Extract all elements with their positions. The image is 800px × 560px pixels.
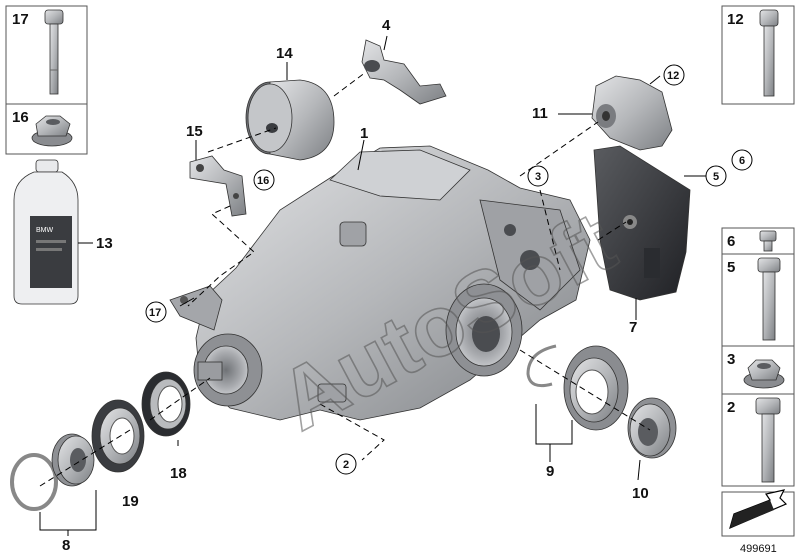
label-15: 15 — [186, 123, 203, 140]
box-label-17: 17 — [12, 11, 29, 28]
label-7: 7 — [629, 319, 637, 336]
seal-9 — [563, 345, 629, 431]
svg-text:12: 12 — [667, 70, 679, 82]
rubber-mount-14 — [245, 79, 335, 161]
bolt-2-icon — [755, 397, 781, 483]
box-label-3: 3 — [727, 351, 735, 368]
diagram-number: 499691 — [740, 543, 777, 555]
box-label-16: 16 — [12, 109, 29, 126]
svg-text:2: 2 — [343, 459, 349, 471]
seal-18 — [141, 371, 191, 437]
ref-circle-2: 2 — [335, 453, 357, 475]
right-bolt-box: 12 6 5 3 2 — [721, 5, 795, 537]
label-19: 19 — [122, 493, 139, 510]
left-bolt-box: 17 16 — [5, 5, 88, 155]
label-10: 10 — [632, 485, 649, 502]
bolt-5-icon — [757, 257, 781, 341]
cover-7 — [593, 145, 691, 301]
differential-housing — [169, 145, 591, 421]
bracket-15 — [189, 155, 247, 217]
bolt-6-icon — [759, 230, 777, 252]
ref-circle-3: 3 — [527, 165, 549, 187]
label-4: 4 — [382, 17, 391, 34]
bolt-12-icon — [759, 9, 779, 97]
oil-bottle-brand: BMW — [36, 227, 54, 234]
label-1: 1 — [360, 125, 368, 142]
ref-circle-5: 5 — [705, 165, 727, 187]
circlip-8 — [10, 453, 58, 511]
bolt-17-icon — [44, 9, 64, 95]
ref-circle-12: 12 — [663, 64, 685, 86]
oil-bottle-icon: BMW — [13, 159, 79, 305]
svg-text:16: 16 — [257, 175, 269, 187]
rubber-mount-11 — [591, 75, 673, 151]
svg-text:3: 3 — [535, 171, 541, 183]
box-label-5: 5 — [727, 259, 735, 276]
svg-text:5: 5 — [713, 171, 719, 183]
box-label-2: 2 — [727, 399, 735, 416]
nut-16-icon — [31, 115, 73, 147]
label-13: 13 — [96, 235, 113, 252]
ref-circle-16: 16 — [253, 169, 275, 191]
nut-8 — [51, 433, 95, 487]
circlip-9 — [526, 344, 557, 388]
box-label-6: 6 — [727, 233, 735, 250]
nut-10 — [627, 397, 677, 459]
label-11: 11 — [532, 105, 548, 122]
arrow-symbol-icon — [729, 489, 788, 530]
ref-circle-17: 17 — [145, 301, 167, 323]
svg-text:17: 17 — [149, 307, 161, 319]
svg-text:6: 6 — [739, 155, 745, 167]
label-8: 8 — [62, 537, 70, 554]
label-14: 14 — [276, 45, 293, 62]
box-label-12: 12 — [727, 11, 744, 28]
bracket-4 — [361, 39, 447, 105]
label-18: 18 — [170, 465, 187, 482]
seal-19 — [91, 399, 145, 473]
nut-3-icon — [743, 359, 785, 389]
label-9: 9 — [546, 463, 554, 480]
ref-circle-6: 6 — [731, 149, 753, 171]
